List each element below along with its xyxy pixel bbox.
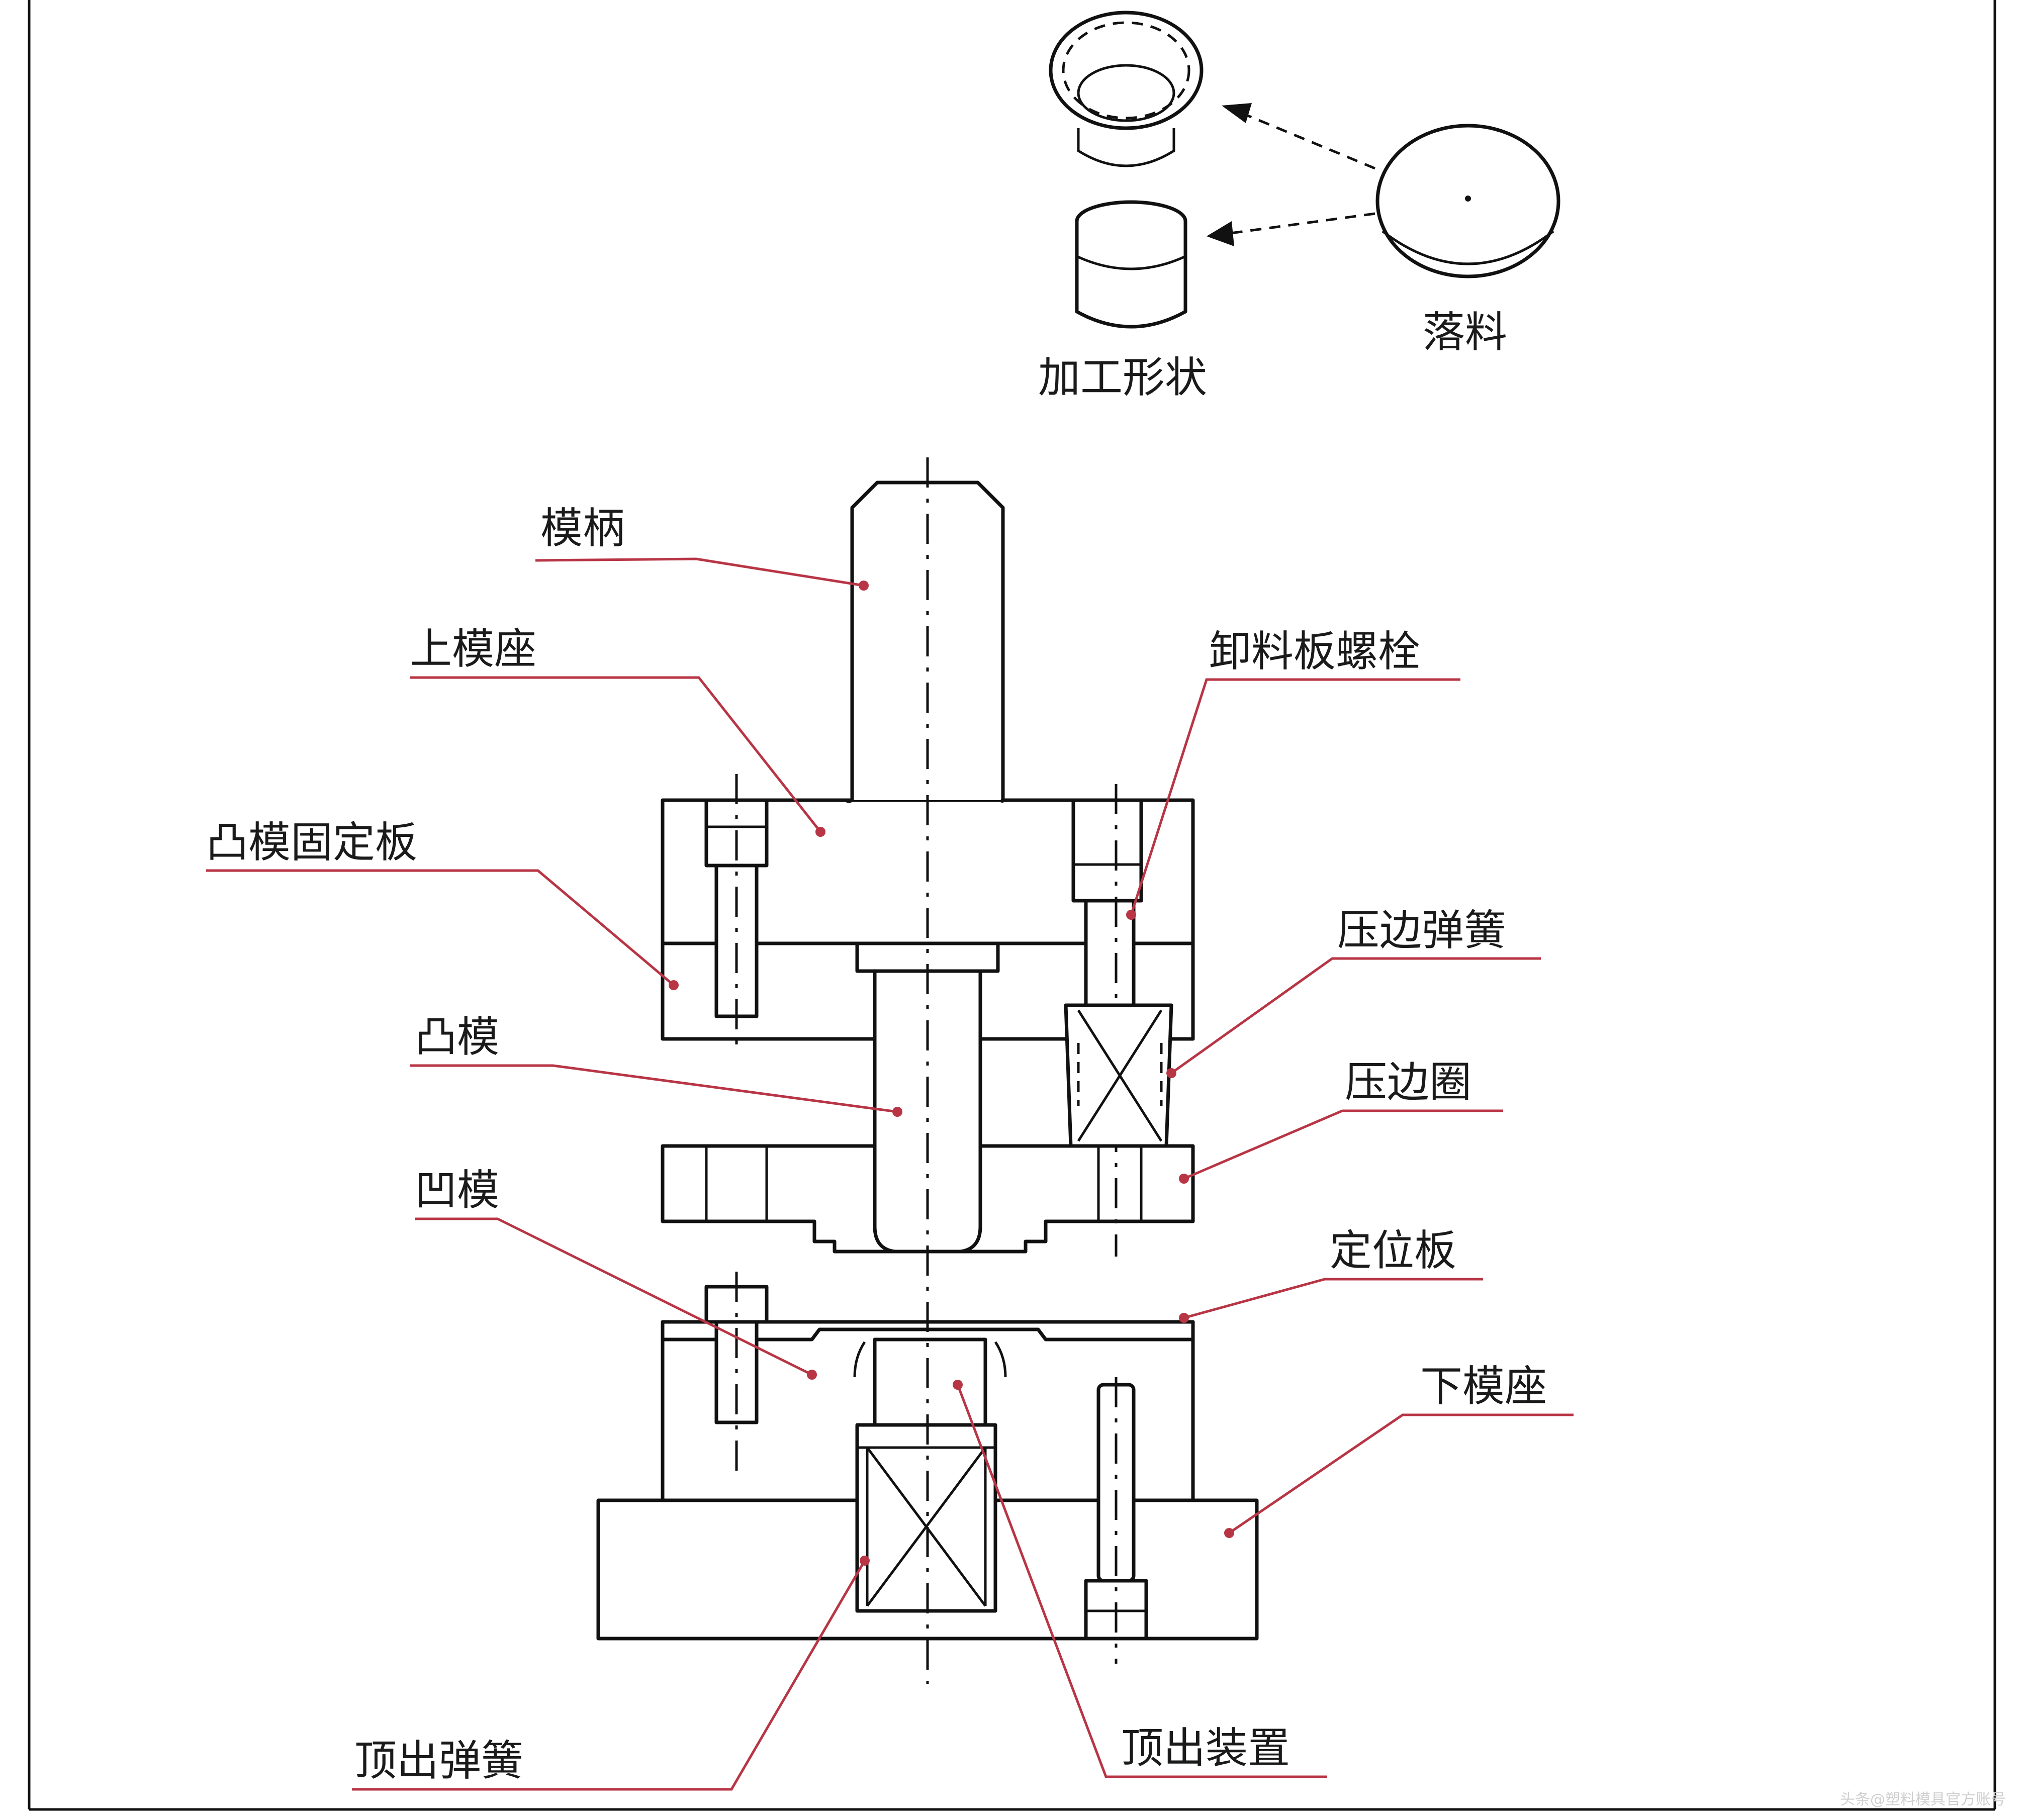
watermark: 头条@塑料模具官方账号 (1840, 1791, 2006, 1808)
blank-to-product-arrows (1207, 103, 1375, 246)
label-punch-retainer-plate: 凸模固定板 (206, 818, 417, 867)
label-ejector-spring: 顶出弹簧 (354, 1736, 523, 1785)
label-blank-holder-ring: 压边圈 (1345, 1058, 1471, 1107)
label-blanking: 落料 (1423, 308, 1507, 357)
label-die-shank: 模柄 (540, 504, 625, 553)
leader-lines (206, 557, 1574, 1791)
ejector-spring (855, 1423, 997, 1613)
locating-plate (661, 1320, 1195, 1342)
label-processed-shape: 加工形状 (1038, 353, 1207, 402)
label-lower-die-base: 下模座 (1420, 1362, 1547, 1411)
label-blank-holder-spring: 压边弹簧 (1337, 906, 1506, 955)
cylinder-product-illustration (1075, 200, 1187, 329)
label-stripper-bolt: 卸料板螺栓 (1209, 627, 1420, 676)
stripper-bolt-head (1071, 798, 1143, 903)
label-die: 凹模 (415, 1166, 499, 1215)
label-upper-die-base: 上模座 (410, 624, 536, 674)
punch (873, 969, 982, 1254)
label-punch: 凸模 (415, 1012, 499, 1062)
blank-disc-illustration (1375, 124, 1560, 278)
drawing-frame (28, 0, 1996, 1811)
label-locating-plate: 定位板 (1330, 1226, 1456, 1275)
label-ejector-device: 顶出装置 (1121, 1723, 1290, 1773)
cup-product-illustration (1049, 11, 1204, 167)
